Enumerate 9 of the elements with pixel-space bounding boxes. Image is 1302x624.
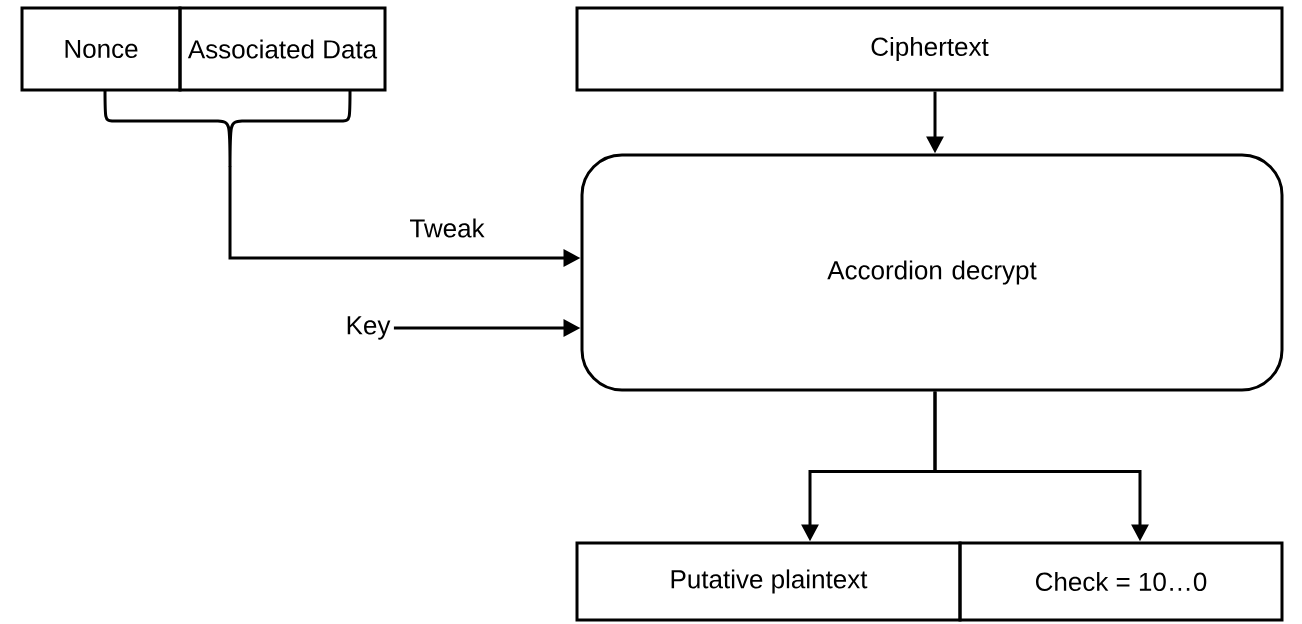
- field-box: Ciphertext: [575, 6, 1284, 92]
- field-box: Check = 10…0: [958, 541, 1284, 622]
- input-label: Key: [347, 316, 391, 340]
- brace: [103, 88, 352, 169]
- edge-label: Tweak: [407, 216, 487, 240]
- field-box: Nonce: [20, 6, 182, 92]
- field-box: Putative plaintext: [575, 541, 962, 622]
- field-box: Associated Data: [178, 6, 387, 92]
- process-box: Accordion decrypt: [580, 153, 1284, 392]
